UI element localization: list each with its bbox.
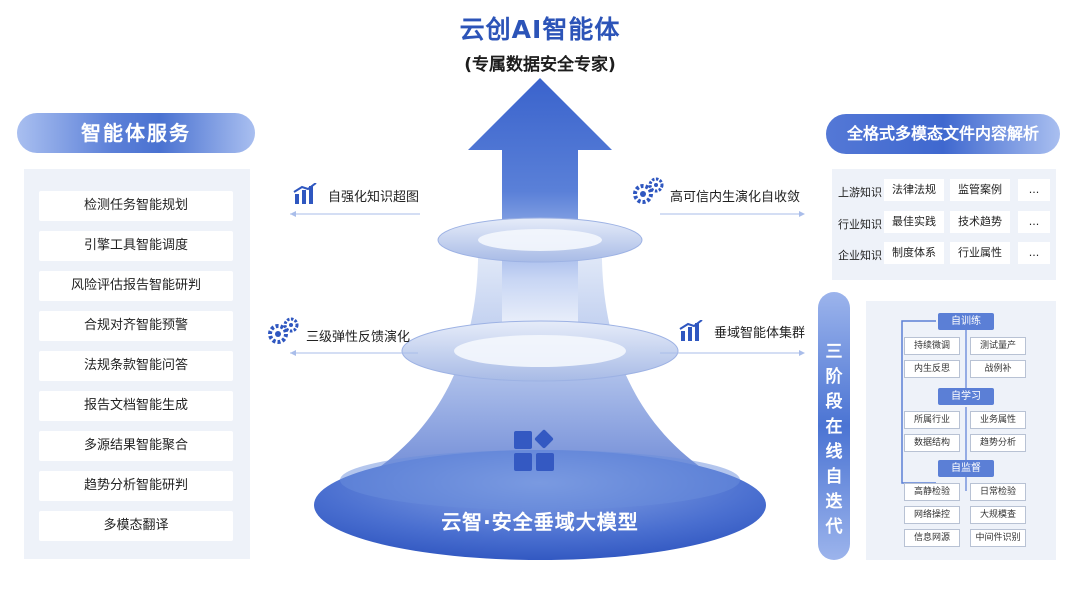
base-model-label: 云智·安全垂域大模型 — [441, 510, 639, 534]
knowledge-cell: ... — [1018, 242, 1050, 264]
up-arrow — [468, 78, 612, 330]
gears-icon — [268, 317, 299, 344]
training-cell: 测试量产 — [970, 337, 1026, 355]
service-item: 合规对齐智能预警 — [39, 311, 233, 341]
service-item: 多模态翻译 — [39, 511, 233, 541]
training-cell: 信息网源 — [904, 529, 960, 547]
service-item: 多源结果智能聚合 — [39, 431, 233, 461]
training-cell: 趋势分析 — [970, 434, 1026, 452]
training-cell: 高静检验 — [904, 483, 960, 501]
training-cell: 业务属性 — [970, 411, 1026, 429]
knowledge-cell: 制度体系 — [884, 242, 944, 264]
bar-chart-icon — [293, 183, 317, 204]
knowledge-cell: 行业属性 — [950, 242, 1010, 264]
agent-services-header: 智能体服务 — [17, 113, 255, 153]
label-feedback-evolution: 三级弹性反馈演化 — [306, 330, 411, 345]
training-cell: 中间件识别 — [970, 529, 1026, 547]
group-title-self-supervision: 自监督 — [938, 460, 994, 477]
knowledge-cell: ... — [1018, 179, 1050, 201]
service-item: 趋势分析智能研判 — [39, 471, 233, 501]
training-cell: 日常检验 — [970, 483, 1026, 501]
training-cell: 内生反思 — [904, 360, 960, 378]
page-subtitle: (专属数据安全专家) — [464, 55, 616, 75]
training-cell: 网络操控 — [904, 506, 960, 524]
three-stage-bar — [818, 292, 850, 560]
knowledge-cell: 技术趋势 — [950, 211, 1010, 233]
stage-title-text: 三阶段在线自迭代 — [825, 342, 843, 537]
three-stage-label: 三阶段在线自迭代 — [818, 340, 850, 540]
knowledge-cell: 最佳实践 — [884, 211, 944, 233]
knowledge-cell: 法律法规 — [884, 179, 944, 201]
bar-chart-icon — [679, 320, 703, 341]
group-title-self-training: 自训练 — [938, 313, 994, 330]
training-cell: 战例补 — [970, 360, 1026, 378]
knowledge-cell: 监管案例 — [950, 179, 1010, 201]
label-knowledge-hypergraph: 自强化知识超图 — [328, 190, 420, 205]
label-self-convergence: 高可信内生演化自收敛 — [670, 190, 801, 205]
training-cell: 持续微调 — [904, 337, 960, 355]
service-item: 风险评估报告智能研判 — [39, 271, 233, 301]
knowledge-panel: 上游知识 法律法规 监管案例 ... 行业知识 最佳实践 技术趋势 ... 企业… — [832, 169, 1056, 280]
knowledge-cell: ... — [1018, 211, 1050, 233]
self-iteration-panel: 自训练 持续微调 测试量产 内生反思 战例补 自学习 所属行业 业务属性 数据结… — [866, 301, 1056, 560]
knowledge-row-label: 上游知识 — [838, 186, 882, 199]
knowledge-row-label: 企业知识 — [838, 249, 882, 262]
service-item: 引擎工具智能调度 — [39, 231, 233, 261]
knowledge-row-label: 行业知识 — [838, 218, 882, 231]
agent-services-panel: 检测任务智能规划 引擎工具智能调度 风险评估报告智能研判 合规对齐智能预警 法规… — [24, 169, 250, 559]
training-cell: 所属行业 — [904, 411, 960, 429]
training-cell: 数据结构 — [904, 434, 960, 452]
service-item: 法规条款智能问答 — [39, 351, 233, 381]
label-agent-cluster: 垂域智能体集群 — [714, 326, 806, 341]
model-icon — [514, 429, 554, 471]
gears-icon — [633, 177, 664, 204]
service-item: 报告文档智能生成 — [39, 391, 233, 421]
group-title-self-learning: 自学习 — [938, 388, 994, 405]
page-title: 云创AI智能体 — [459, 15, 621, 44]
file-parsing-header: 全格式多模态文件内容解析 — [826, 114, 1060, 154]
training-cell: 大规模查 — [970, 506, 1026, 524]
bracket-lines — [901, 320, 967, 491]
service-item: 检测任务智能规划 — [39, 191, 233, 221]
